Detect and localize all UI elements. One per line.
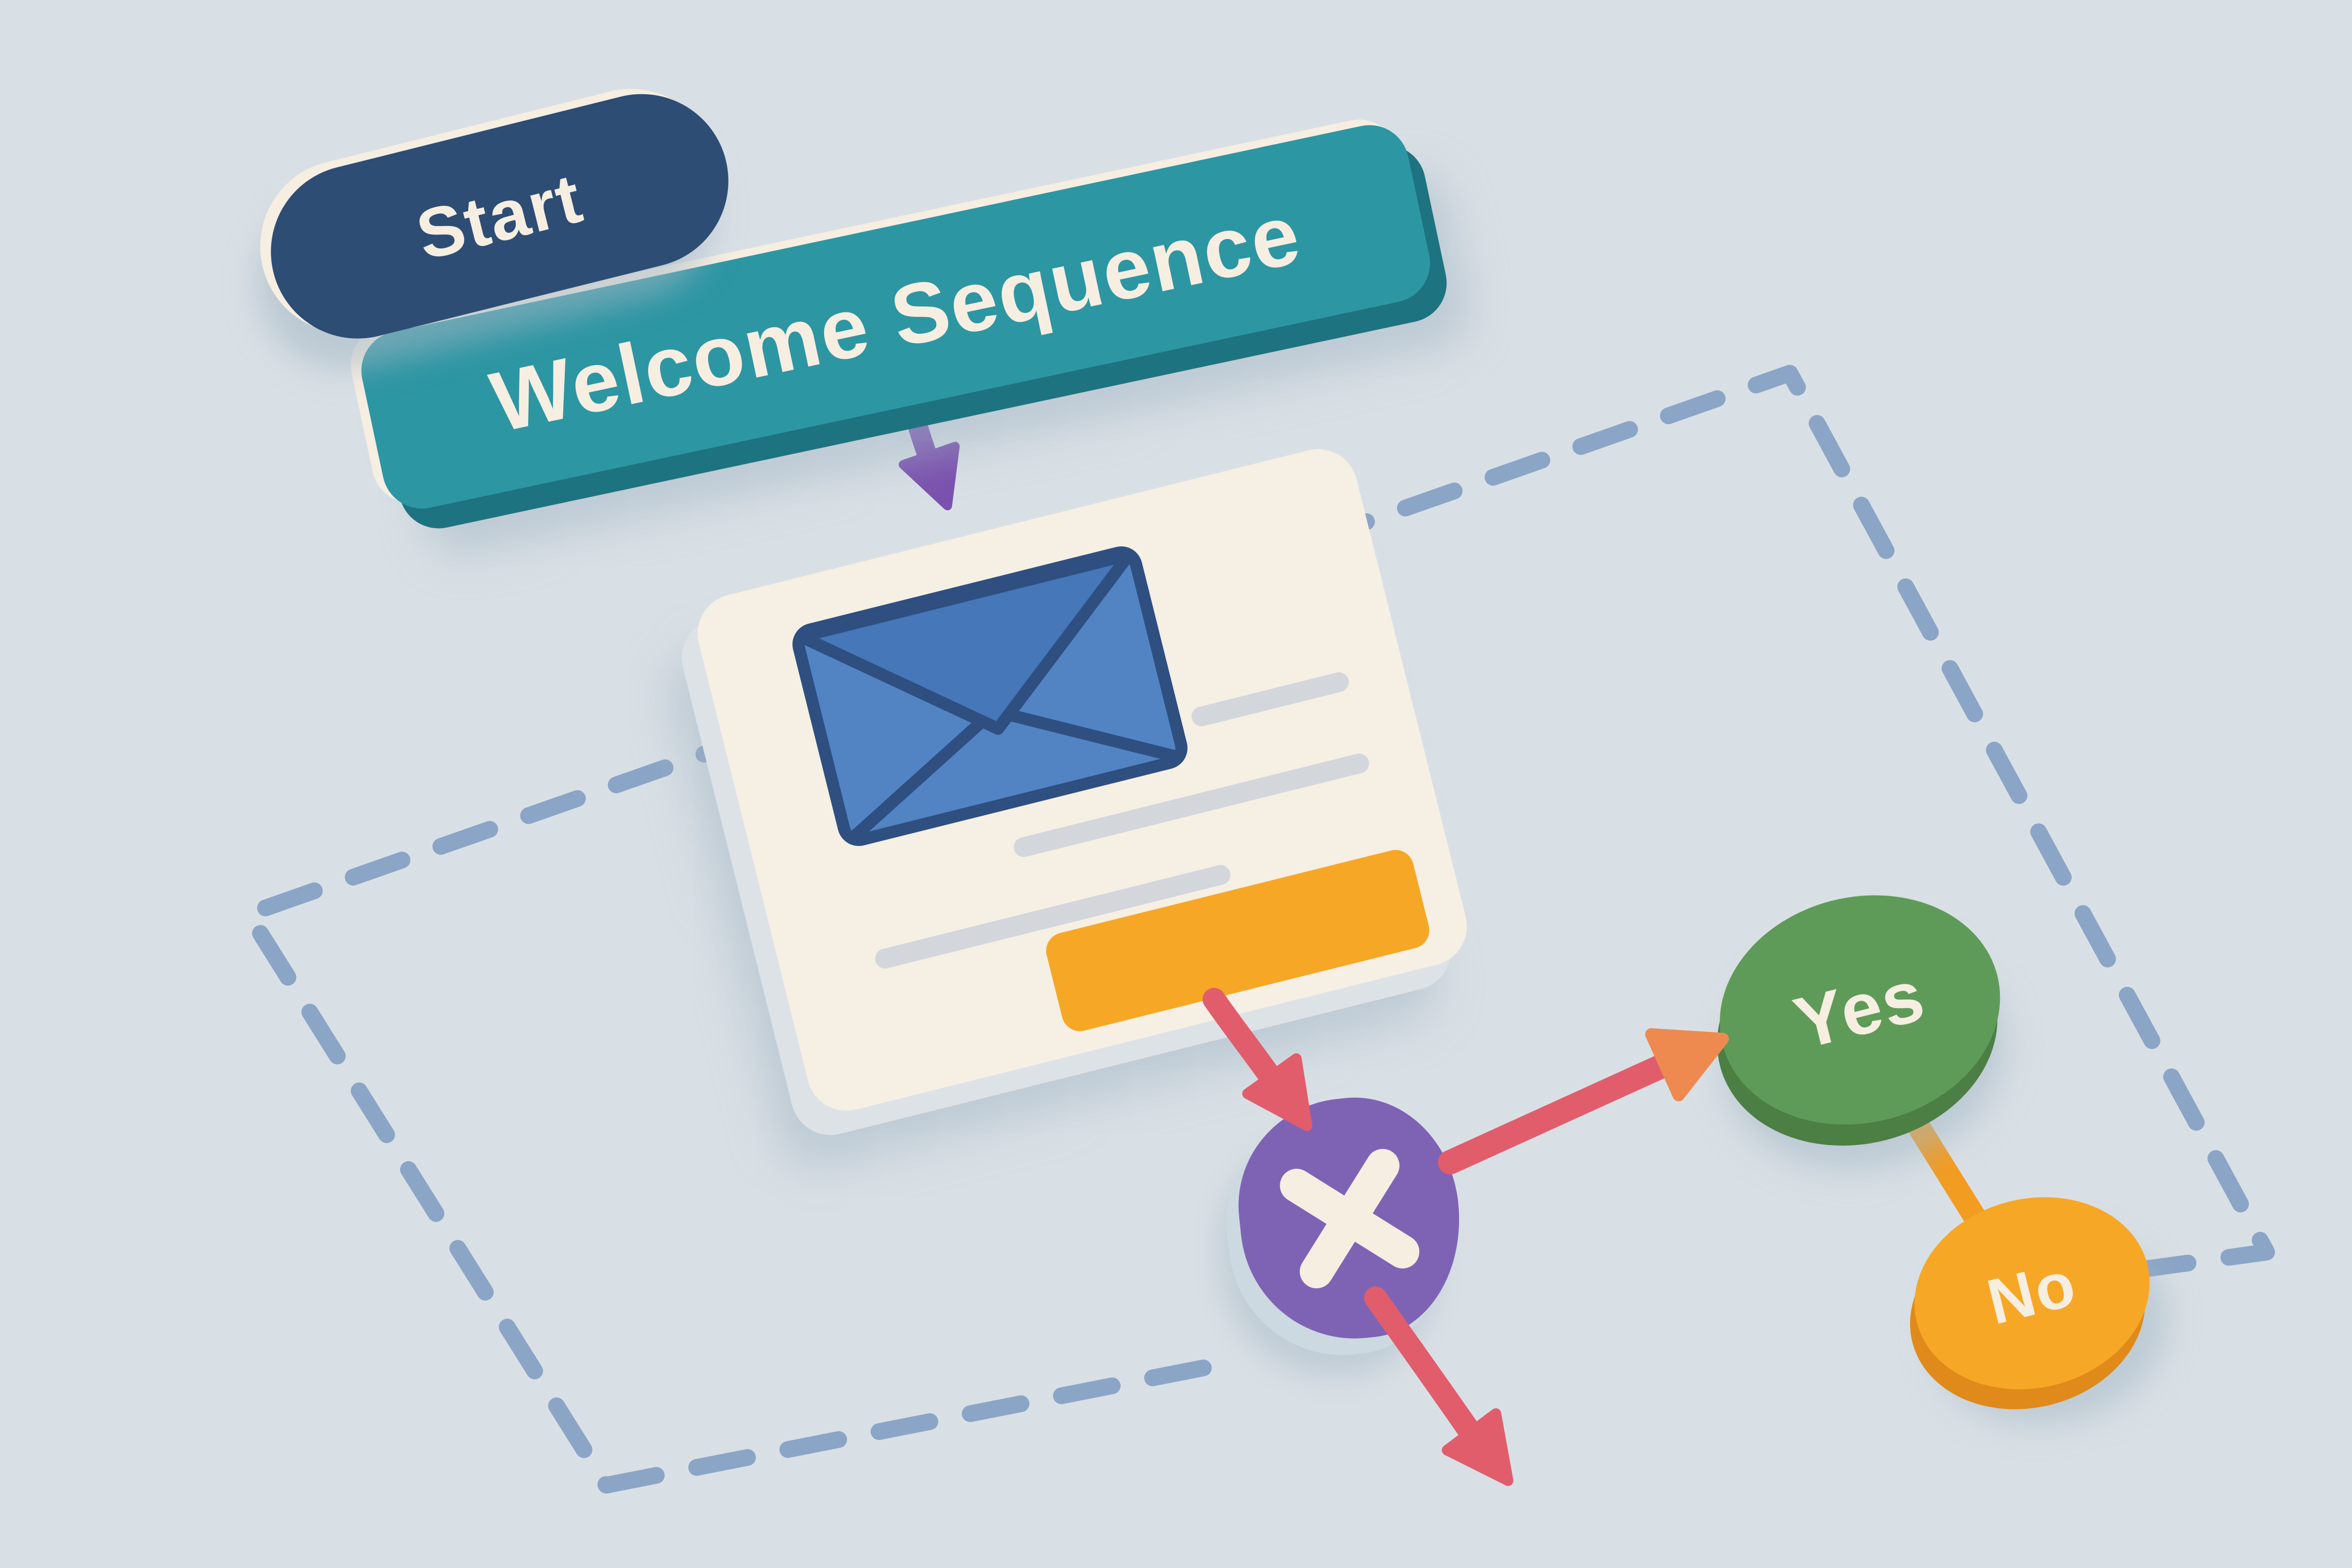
yes-no-connector — [1894, 1094, 1990, 1235]
arrow-decision-down — [1364, 1286, 1513, 1486]
arrow-card-to-decision — [1203, 988, 1313, 1131]
start-label: Start — [409, 157, 591, 275]
envelope-icon — [792, 546, 1188, 846]
arrow-banner-to-card — [899, 413, 960, 511]
email-card — [689, 440, 1475, 1119]
arrow-decision-to-yes — [1438, 1028, 1729, 1175]
